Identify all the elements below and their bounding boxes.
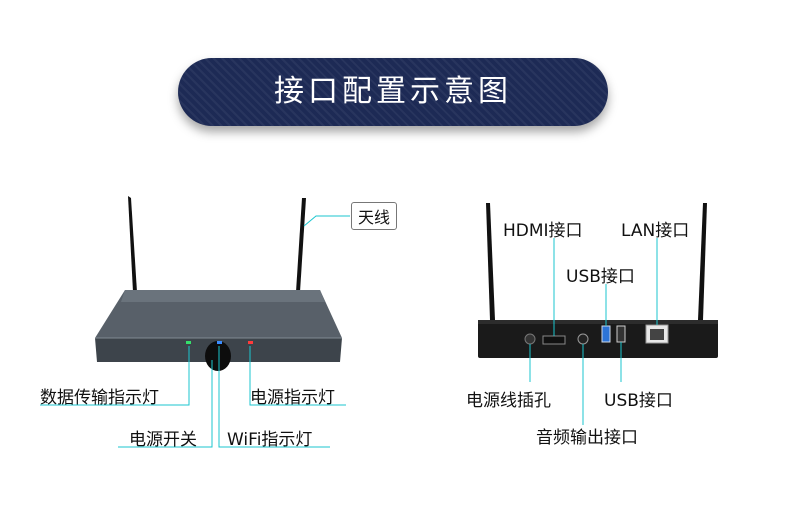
leader-power-switch [118, 360, 213, 448]
audio-label: 音频输出接口 [536, 428, 638, 448]
left-leader-lines [40, 215, 350, 448]
leader-antenna [303, 215, 350, 227]
lan-label: LAN接口 [621, 221, 690, 241]
right-router-back [478, 203, 718, 358]
hdmi-label: HDMI接口 [503, 221, 583, 241]
right-antenna-2 [698, 203, 707, 320]
left-antenna-2 [296, 198, 306, 292]
left-antenna-1 [128, 196, 137, 292]
power-led-label: 电源指示灯 [250, 388, 335, 408]
right-leader-lines [529, 238, 658, 425]
led-red [248, 341, 253, 344]
leader-power-led [249, 346, 346, 406]
usb-port-black [616, 325, 626, 343]
led-blue [217, 341, 222, 344]
wifi-led-label: WiFi指示灯 [227, 430, 313, 450]
power-jack [524, 333, 536, 345]
power-switch-label: 电源开关 [129, 430, 197, 450]
page-title: 接口配置示意图 [274, 74, 512, 109]
power-jack-label: 电源线插孔 [466, 391, 551, 411]
usb-top-label: USB接口 [566, 267, 635, 287]
audio-jack [577, 333, 589, 345]
leader-wifi-led [218, 346, 330, 448]
power-switch-knob [205, 341, 231, 371]
usb-bottom-label: USB接口 [604, 391, 673, 411]
usb-port-blue [601, 325, 611, 343]
data-led-label: 数据传输指示灯 [40, 388, 159, 408]
rear-panel [478, 320, 718, 358]
hdmi-port [542, 335, 566, 345]
right-antenna-1 [486, 203, 495, 320]
led-green [186, 341, 191, 344]
left-router [95, 196, 342, 371]
antenna-label: 天线 [351, 202, 398, 230]
leader-data-led [40, 346, 190, 406]
title-banner: 接口配置示意图 [178, 58, 608, 126]
